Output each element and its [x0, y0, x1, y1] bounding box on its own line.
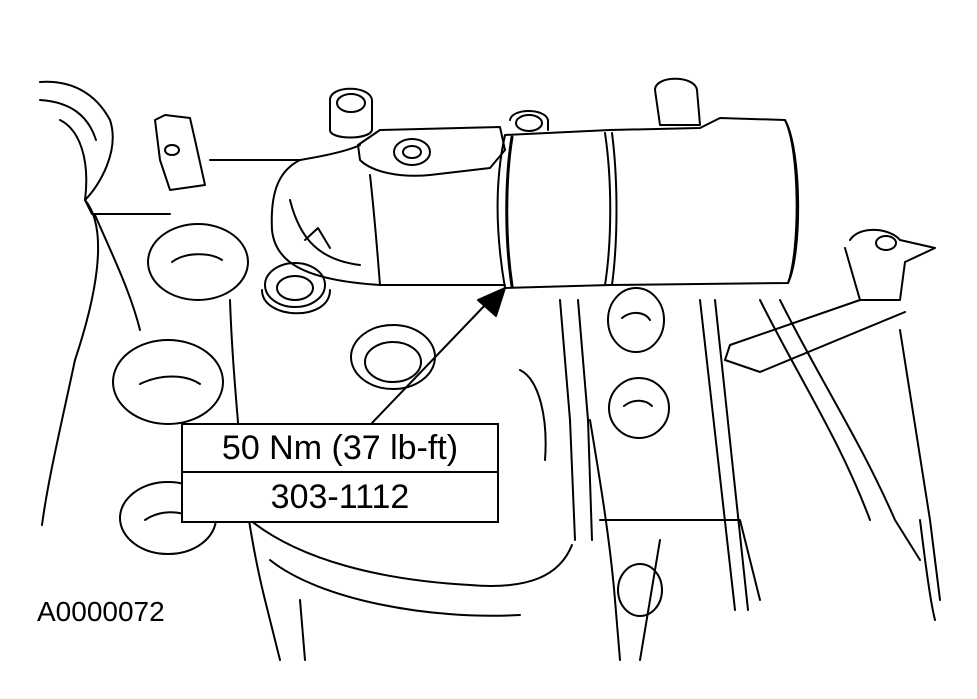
leader-arrow: [371, 287, 506, 424]
tool-number: 303-1112: [270, 477, 410, 516]
head-outline: [39, 80, 941, 661]
torque-spec: 50 Nm (37 lb-ft): [183, 425, 497, 473]
figure-id: A0000072: [37, 596, 165, 627]
sensor-housing: [270, 126, 506, 286]
bolt-bosses: [154, 77, 701, 191]
lifting-bracket: [724, 228, 936, 373]
torque-callout-box: 50 Nm (37 lb-ft) 303-1112: [181, 423, 499, 523]
socket-tool: [496, 117, 800, 289]
passage-ovals: [112, 223, 670, 617]
